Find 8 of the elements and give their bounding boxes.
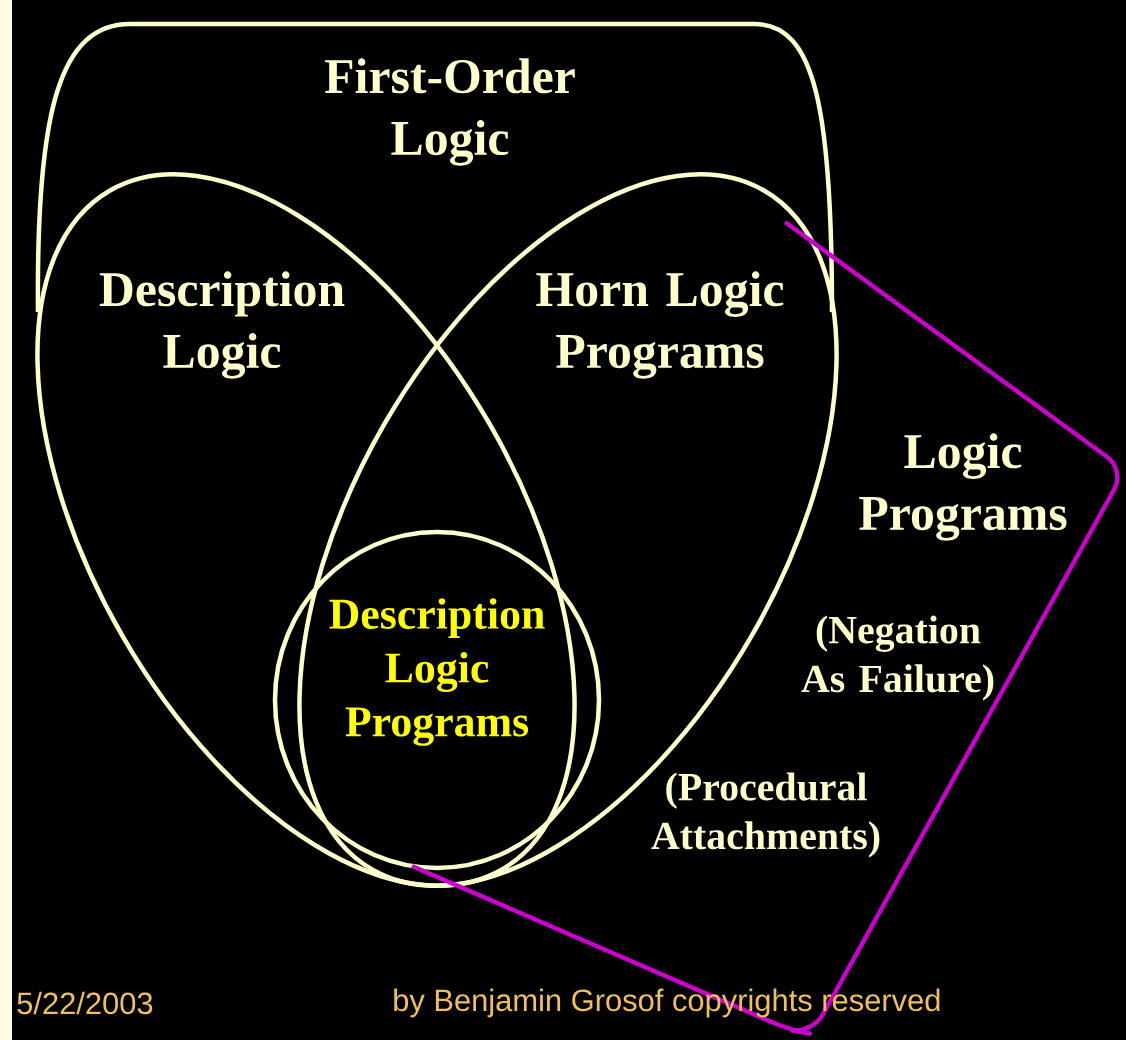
- set-label: Logic Programs: [859, 433, 1067, 541]
- set-label: Description Logic: [99, 271, 345, 379]
- set-label: Horn Logic Programs: [536, 271, 784, 379]
- set-label: First-Order Logic: [325, 58, 575, 166]
- footer-text: 5/22/2003: [17, 991, 153, 1015]
- set-label: Description Logic Programs: [329, 598, 545, 746]
- set-label: (Negation As Failure): [801, 615, 994, 701]
- set-label: (Procedural Attachments): [651, 772, 880, 858]
